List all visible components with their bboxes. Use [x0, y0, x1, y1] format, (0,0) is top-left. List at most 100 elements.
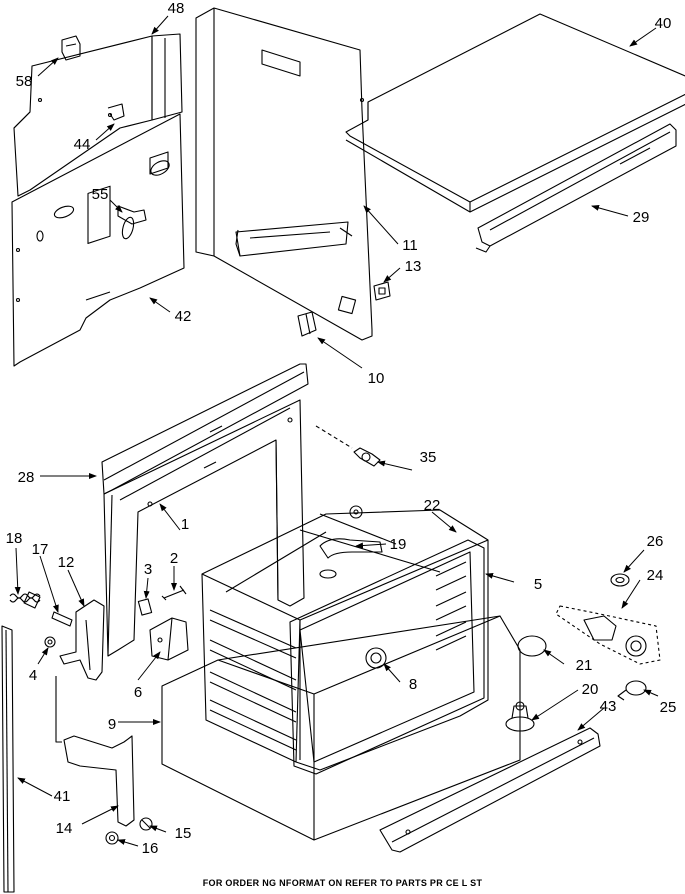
leader-44 — [95, 123, 115, 141]
leader-41 — [17, 777, 53, 797]
callout-13: 13 — [405, 258, 422, 275]
leader-11 — [363, 205, 399, 245]
washer-26-part — [610, 573, 630, 587]
callout-2: 2 — [170, 550, 178, 567]
callout-44: 44 — [74, 136, 91, 153]
leader-17 — [39, 555, 59, 613]
hinge-12-part — [59, 599, 105, 681]
leader-35 — [377, 460, 413, 471]
spring-18-part — [9, 591, 41, 609]
leader-24 — [621, 579, 641, 609]
callout-11: 11 — [402, 237, 418, 254]
leader-25 — [643, 689, 659, 697]
rear-panel-part — [13, 33, 183, 197]
leader-16 — [117, 839, 139, 847]
leader-8 — [383, 663, 401, 683]
callout-16: 16 — [142, 840, 159, 857]
frame-1-part — [103, 399, 305, 657]
callout-10: 10 — [368, 370, 385, 387]
bracket-6-part — [149, 617, 189, 661]
leader-43 — [577, 707, 605, 731]
spacer-3-part — [137, 598, 153, 616]
igniter-8-part — [365, 647, 387, 669]
callout-17: 17 — [32, 541, 49, 558]
callout-21: 21 — [576, 657, 593, 674]
callout-20: 20 — [582, 681, 599, 698]
callout-24: 24 — [647, 567, 664, 584]
leader-42 — [149, 297, 171, 313]
callout-18: 18 — [6, 530, 23, 547]
burner-tube-19-part — [319, 538, 383, 579]
bolt-2-part — [161, 585, 187, 601]
bulb-25-part — [617, 680, 647, 701]
leader-12 — [67, 569, 85, 607]
callout-22: 22 — [424, 497, 441, 514]
callout-26: 26 — [647, 533, 664, 550]
callout-3: 3 — [144, 561, 152, 578]
callout-15: 15 — [175, 825, 192, 842]
callout-12: 12 — [58, 554, 75, 571]
callout-1: 1 — [181, 516, 189, 533]
leader-4 — [37, 647, 49, 665]
center-panel-part — [195, 7, 373, 341]
callout-6: 6 — [134, 684, 142, 701]
callout-19: 19 — [390, 536, 407, 553]
bracket-55-part — [117, 205, 147, 225]
callout-28: 28 — [18, 469, 35, 486]
leader-26 — [623, 549, 645, 573]
oven-cavity-5-part — [201, 505, 489, 775]
leader-58 — [37, 57, 59, 77]
valve-35-part — [315, 425, 381, 467]
nut-4-part — [44, 636, 56, 648]
callout-5: 5 — [534, 576, 542, 593]
bracket-44-part — [107, 103, 125, 121]
callout-35: 35 — [420, 449, 437, 466]
leader-3 — [143, 577, 150, 599]
socket-24-part — [555, 605, 661, 665]
pin-17-part — [51, 611, 73, 627]
callout-58: 58 — [16, 73, 33, 90]
leader-21 — [543, 649, 565, 665]
clip-58-part — [61, 35, 81, 61]
callout-4: 4 — [29, 667, 37, 684]
leader-55 — [109, 199, 123, 213]
callout-41: 41 — [54, 788, 71, 805]
callout-9: 9 — [108, 716, 116, 733]
leader-1 — [159, 503, 181, 531]
leader-18 — [14, 547, 21, 595]
footer-note: FOR ORDER NG NFORMAT ON REFER TO PARTS P… — [202, 878, 483, 888]
leader-29 — [591, 204, 629, 217]
callout-8: 8 — [409, 676, 417, 693]
rail-29-part — [475, 123, 677, 253]
leader-5 — [485, 573, 515, 583]
callout-43: 43 — [600, 698, 617, 715]
leader-22 — [431, 511, 457, 533]
clip-13-part — [373, 281, 391, 301]
rail-43-part — [379, 727, 601, 853]
leader-6 — [137, 651, 161, 681]
leader-14 — [81, 805, 119, 825]
bracket-10-part — [297, 311, 317, 337]
screw-15-part — [139, 817, 153, 831]
side-panel-part — [11, 113, 185, 367]
callout-14: 14 — [56, 820, 73, 837]
leader-15 — [149, 825, 167, 833]
callout-40: 40 — [655, 15, 672, 32]
leader-20 — [531, 689, 579, 721]
base-9-part — [161, 615, 521, 841]
top-panel-part — [345, 13, 685, 213]
leader-10 — [317, 337, 363, 369]
trim-41-part — [1, 625, 15, 893]
leader-19 — [355, 542, 387, 549]
callout-42: 42 — [175, 308, 192, 325]
top-rail-28-part — [101, 363, 309, 495]
leader-13 — [383, 267, 401, 283]
valve-20-part — [505, 701, 535, 732]
callout-48: 48 — [168, 0, 185, 17]
callout-55: 55 — [92, 186, 109, 203]
leader-40 — [629, 27, 657, 47]
callout-25: 25 — [660, 699, 677, 716]
hinge-14-part — [55, 676, 135, 827]
callout-29: 29 — [633, 209, 650, 226]
